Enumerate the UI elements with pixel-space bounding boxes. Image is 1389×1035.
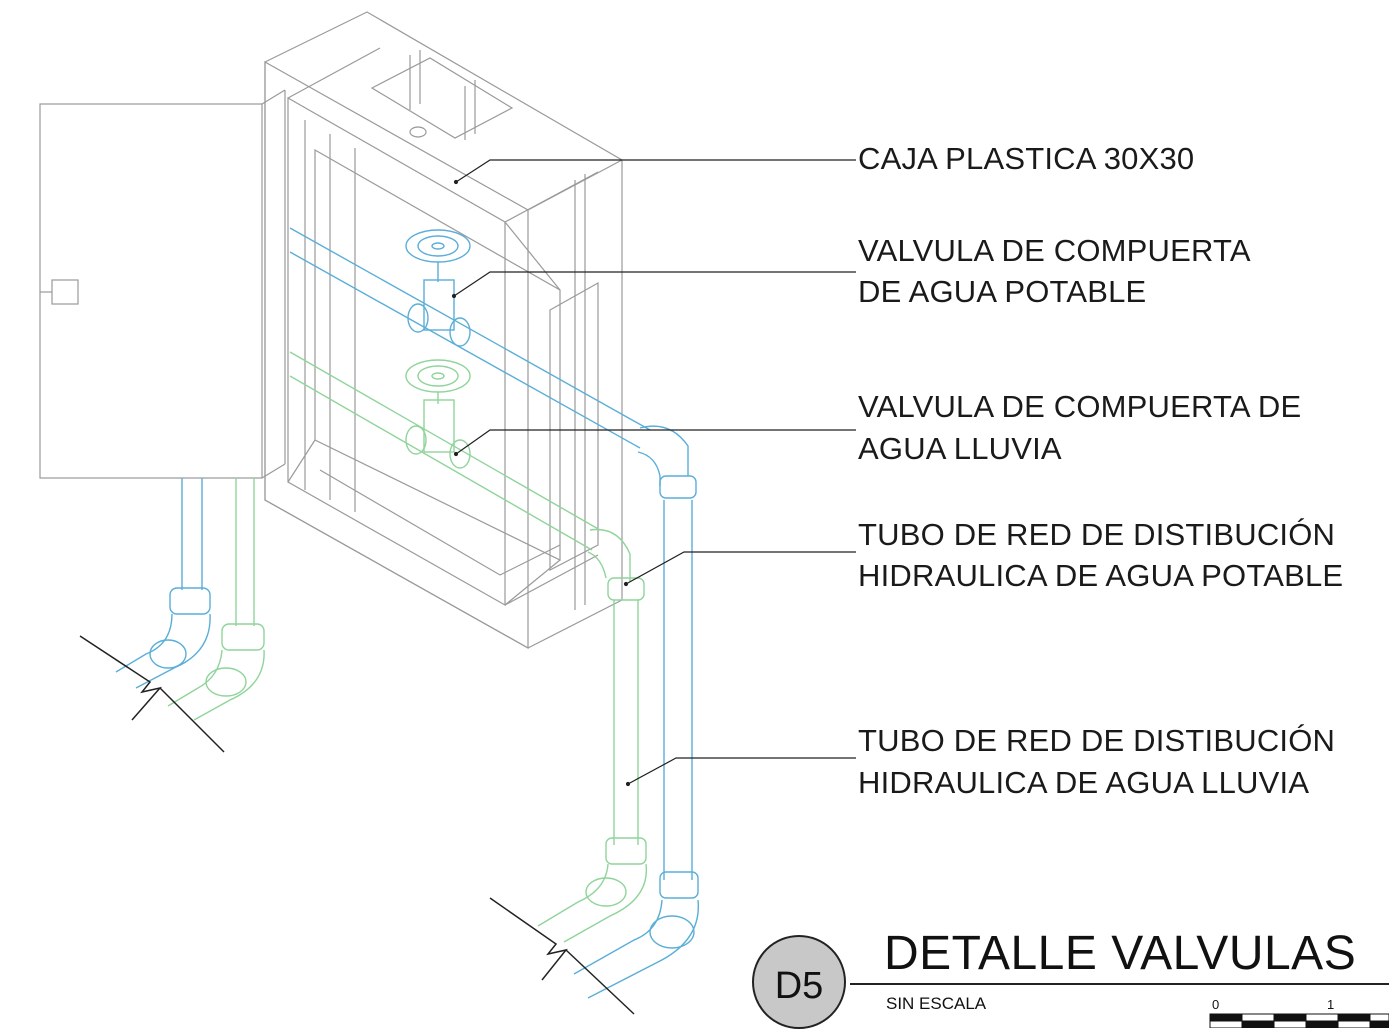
scale-tick-1: 1 — [1327, 997, 1335, 1012]
door-latch — [51, 279, 79, 305]
label-valvula-lluvia-line1: VALVULA DE COMPUERTA DE — [858, 389, 1302, 424]
box-door — [39, 89, 286, 479]
label-tubo-potable-line1: TUBO DE RED DE DISTIBUCIÓN — [858, 517, 1336, 552]
label-valvula-potable-line1: VALVULA DE COMPUERTA — [858, 233, 1251, 268]
label-tubo-lluvia-line1: TUBO DE RED DE DISTIBUCIÓN — [858, 723, 1336, 758]
detail-badge: D5 — [752, 935, 846, 1029]
label-valvula-lluvia-line2: AGUA LLUVIA — [858, 431, 1062, 466]
label-tubo-potable-line2: HIDRAULICA DE AGUA POTABLE — [858, 558, 1344, 593]
label-caja-plastica: CAJA PLASTICA 30X30 — [858, 141, 1195, 176]
scale-bar — [1209, 1013, 1389, 1028]
break-lines — [79, 635, 635, 1015]
rain-gate-valve — [405, 359, 471, 469]
potable-gate-valve — [405, 229, 471, 347]
label-tubo-lluvia-line2: HIDRAULICA DE AGUA LLUVIA — [858, 765, 1310, 800]
potable-water-pipe — [115, 227, 700, 999]
label-valvula-potable-line2: DE AGUA POTABLE — [858, 274, 1147, 309]
rain-water-pipe — [167, 351, 648, 943]
scale-tick-0: 0 — [1212, 997, 1220, 1012]
detail-title: DETALLE VALVULAS — [884, 927, 1357, 980]
scale-note: SIN ESCALA — [886, 994, 987, 1013]
plastic-box — [264, 11, 623, 650]
leader-lines — [451, 159, 856, 787]
